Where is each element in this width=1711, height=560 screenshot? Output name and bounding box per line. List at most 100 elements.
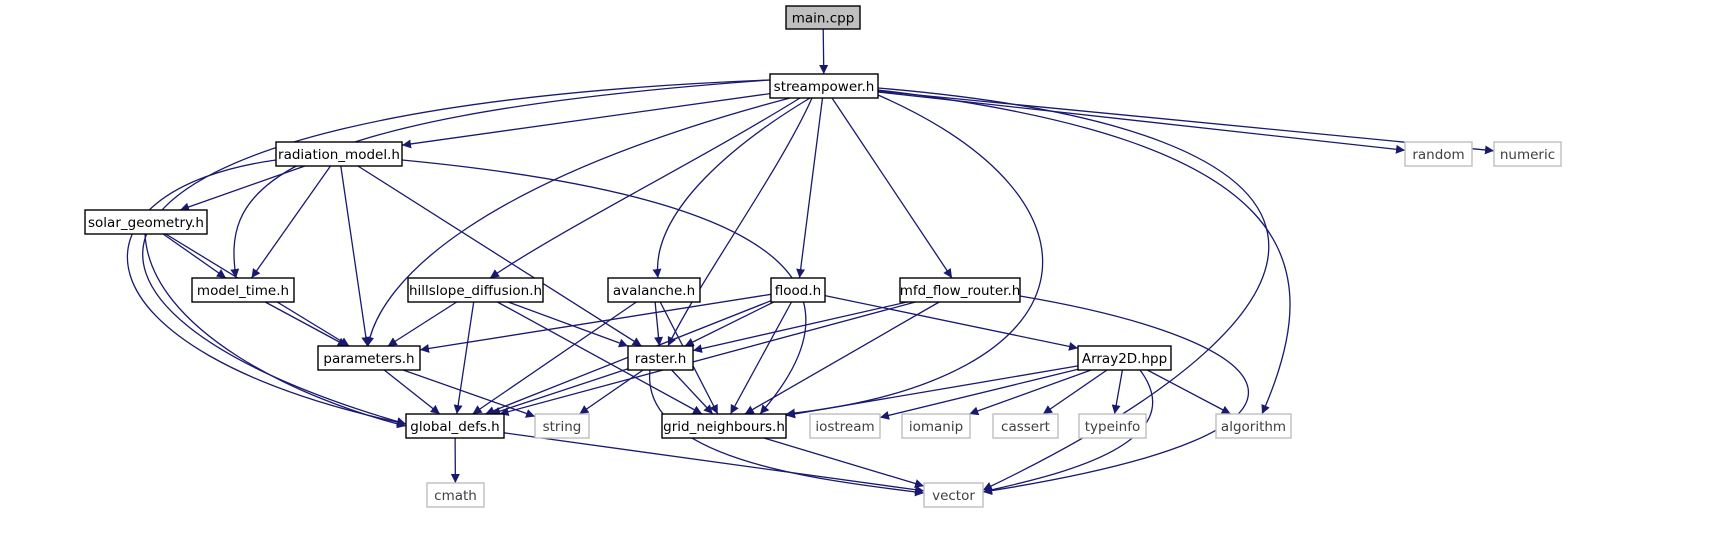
edge-flood_h-to-parameters_h — [419, 293, 772, 353]
node-raster_h[interactable]: raster.h — [627, 345, 694, 371]
node-box — [275, 141, 403, 167]
node-cmath: cmath — [426, 482, 485, 508]
edge-hillslope_diffusion_h-to-grid_neighbours_h — [497, 301, 703, 415]
edge-avalanche_h-to-raster_h — [654, 301, 664, 347]
node-label: numeric — [1500, 147, 1555, 163]
edge-Array2D_hpp-to-iomanip — [969, 369, 1092, 416]
node-grid_neighbours_h[interactable]: grid_neighbours.h — [661, 413, 787, 439]
edge-hillslope_diffusion_h-to-parameters_h — [387, 301, 458, 347]
node-solar_geometry_h[interactable]: solar_geometry.h — [84, 209, 208, 235]
edge-streampower_h-to-model_time_h — [230, 79, 771, 279]
node-label: hillslope_diffusion.h — [409, 283, 542, 299]
node-box — [1078, 413, 1147, 439]
edge-global_defs_h-to-vector — [503, 432, 925, 495]
edge-streampower_h-to-mfd_flow_router_h — [831, 97, 953, 279]
edge-mfd_flow_router_h-to-vector — [982, 295, 1250, 496]
edge-raster_h-to-vector — [649, 369, 925, 497]
edge-flood_h-to-raster_h — [684, 301, 774, 347]
edge-streampower_h-to-raster_h — [667, 97, 813, 347]
node-iomanip: iomanip — [901, 413, 971, 439]
node-box — [1404, 141, 1473, 167]
edge-radiation_model_h-to-grid_neighbours_h — [401, 159, 807, 415]
edge-streampower_h-to-numeric — [877, 90, 1495, 155]
node-main_cpp[interactable]: main.cpp — [785, 5, 861, 30]
edge-radiation_model_h-to-global_defs_h — [126, 159, 407, 427]
node-label: streampower.h — [774, 79, 875, 95]
node-box — [770, 277, 826, 303]
node-label: flood.h — [775, 283, 821, 299]
node-vector: vector — [923, 482, 984, 508]
node-label: typeinfo — [1085, 419, 1140, 435]
node-box — [84, 209, 208, 235]
node-box — [992, 413, 1059, 439]
edge-raster_h-to-string — [579, 369, 644, 415]
node-Array2D_hpp[interactable]: Array2D.hpp — [1077, 345, 1172, 371]
edge-streampower_h-to-algorithm — [877, 89, 1291, 415]
node-string: string — [534, 413, 590, 439]
node-label: algorithm — [1221, 419, 1286, 435]
edge-streampower_h-to-grid_neighbours_h — [785, 94, 1044, 418]
edge-Array2D_hpp-to-typeinfo — [1111, 369, 1124, 415]
node-box — [317, 345, 421, 371]
edge-flood_h-to-Array2D_hpp — [824, 294, 1079, 351]
edge-streampower_h-to-vector — [877, 87, 1270, 491]
node-box — [1077, 345, 1172, 371]
node-streampower_h[interactable]: streampower.h — [769, 73, 879, 99]
node-avalanche_h[interactable]: avalanche.h — [607, 277, 701, 303]
edge-parameters_h-to-string — [402, 369, 536, 418]
node-typeinfo: typeinfo — [1078, 413, 1147, 439]
edge-radiation_model_h-to-model_time_h — [250, 165, 332, 279]
edge-grid_neighbours_h-to-vector — [763, 437, 925, 488]
edge-radiation_model_h-to-solar_geometry_h — [179, 165, 306, 212]
node-model_time_h[interactable]: model_time.h — [191, 277, 295, 303]
node-label: raster.h — [635, 351, 687, 367]
node-cassert: cassert — [992, 413, 1059, 439]
node-box — [607, 277, 701, 303]
node-radiation_model_h[interactable]: radiation_model.h — [275, 141, 403, 167]
node-label: cassert — [1001, 419, 1050, 435]
edge-streampower_h-to-avalanche_h — [652, 97, 811, 279]
edge-mfd_flow_router_h-to-raster_h — [692, 301, 908, 353]
node-iostream: iostream — [809, 413, 881, 439]
node-label: iomanip — [909, 419, 963, 435]
edge-hillslope_diffusion_h-to-global_defs_h — [453, 301, 475, 415]
node-hillslope_diffusion_h[interactable]: hillslope_diffusion.h — [407, 277, 544, 303]
node-box — [407, 277, 544, 303]
edge-Array2D_hpp-to-algorithm — [1146, 369, 1232, 415]
node-box — [809, 413, 881, 439]
edge-Array2D_hpp-to-grid_neighbours_h — [785, 365, 1079, 419]
edge-mfd_flow_router_h-to-global_defs_h — [499, 301, 916, 417]
node-flood_h[interactable]: flood.h — [770, 277, 826, 303]
node-mfd_flow_router_h[interactable]: mfd_flow_router.h — [899, 277, 1021, 303]
node-random: random — [1404, 141, 1473, 167]
node-box — [191, 277, 295, 303]
edge-streampower_h-to-parameters_h — [365, 97, 791, 347]
edge-Array2D_hpp-to-vector — [982, 369, 1154, 495]
node-box — [785, 5, 861, 30]
node-algorithm: algorithm — [1215, 413, 1292, 439]
node-label: grid_neighbours.h — [663, 419, 785, 435]
edge-radiation_model_h-to-parameters_h — [340, 165, 371, 347]
node-box — [534, 413, 590, 439]
edge-model_time_h-to-parameters_h — [264, 301, 348, 347]
edge-mfd_flow_router_h-to-grid_neighbours_h — [744, 301, 940, 415]
edge-radiation_model_h-to-raster_h — [357, 165, 642, 347]
node-box — [1215, 413, 1292, 439]
node-label: random — [1412, 147, 1464, 163]
node-box — [1493, 141, 1562, 167]
node-parameters_h[interactable]: parameters.h — [317, 345, 421, 371]
node-label: mfd_flow_router.h — [900, 283, 1021, 299]
edge-avalanche_h-to-global_defs_h — [472, 301, 637, 415]
node-label: cmath — [434, 488, 477, 504]
node-label: parameters.h — [323, 351, 414, 367]
edge-streampower_h-to-radiation_model_h — [401, 92, 771, 149]
node-box — [901, 413, 971, 439]
edges-layer — [126, 28, 1495, 497]
node-global_defs_h[interactable]: global_defs.h — [405, 413, 505, 439]
node-label: main.cpp — [792, 11, 855, 27]
node-box — [426, 482, 485, 508]
edge-solar_geometry_h-to-model_time_h — [162, 233, 227, 279]
node-box — [923, 482, 984, 508]
node-box — [627, 345, 694, 371]
